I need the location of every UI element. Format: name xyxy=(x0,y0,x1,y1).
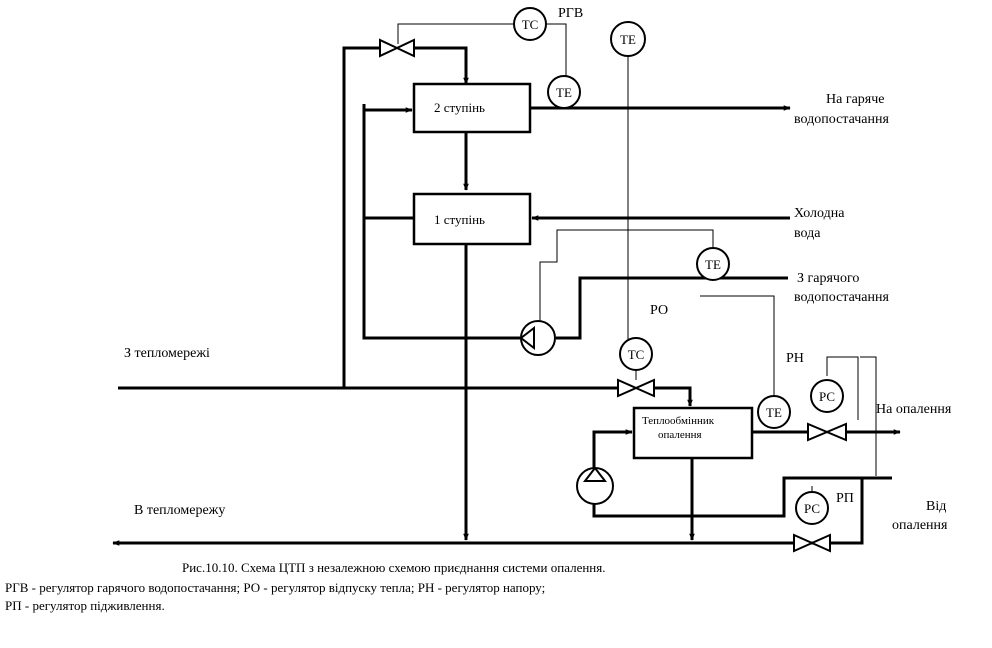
stage1-heater-box: 1 ступінь xyxy=(412,192,532,246)
stage1-label: 1 ступінь xyxy=(434,212,485,227)
figure-caption-title: Рис.10.10. Схема ЦТП з незалежною схемою… xyxy=(182,560,606,575)
te-top-label: ТЕ xyxy=(620,32,636,47)
heating-pump-icon xyxy=(576,466,614,505)
exchanger-label-line2: опалення xyxy=(658,429,702,441)
hot-supply-label-line2: водопостачання xyxy=(794,112,889,127)
valve-rgv xyxy=(379,38,415,58)
te-return-label: ТЕ xyxy=(705,257,721,272)
from-heating-label-line1: Від xyxy=(926,499,946,514)
tc-rgv-label: ТС xyxy=(522,17,539,32)
process-piping xyxy=(112,46,901,546)
stage2-label: 2 ступінь xyxy=(434,100,485,115)
te-heating-label: ТЕ xyxy=(766,405,782,420)
hot-supply-label-line1: На гаряче xyxy=(826,92,884,107)
tc-rgv-instrument: ТС xyxy=(513,7,547,41)
tag-rp: РП xyxy=(836,491,854,506)
hot-return-label-line1: З гарячого xyxy=(797,271,859,286)
valve-rp xyxy=(793,533,831,553)
from-heating-label-line2: опалення xyxy=(892,518,948,533)
recirculation-pump-icon xyxy=(519,320,556,356)
heat-exchanger-box: Теплообмінник опалення xyxy=(632,406,754,460)
tag-ro: РО xyxy=(650,303,668,318)
pc-rn-instrument: РС xyxy=(810,379,844,413)
tag-rgv: РГВ xyxy=(558,6,583,21)
te-hot-supply-instrument: ТЕ xyxy=(547,75,581,109)
to-network-label: В тепломережу xyxy=(134,503,225,518)
cold-water-label-line1: Холодна xyxy=(794,206,845,221)
tc-ro-instrument: ТС xyxy=(619,337,653,371)
valve-rn xyxy=(807,422,847,442)
figure-caption-legend-line1: РГВ - регулятор гарячого водопостачання;… xyxy=(5,580,546,595)
te-top-instrument: ТЕ xyxy=(610,21,646,57)
figure-caption-legend-line2: РП - регулятор підживлення. xyxy=(5,598,165,613)
valve-ro xyxy=(617,378,655,398)
stage2-heater-box: 2 ступінь xyxy=(412,82,532,134)
cold-water-label-line2: вода xyxy=(794,226,821,241)
te-hot-supply-label: ТЕ xyxy=(556,85,572,100)
exchanger-label-line1: Теплообмінник xyxy=(642,415,715,427)
signal-lines xyxy=(397,23,877,492)
te-heating-instrument: ТЕ xyxy=(757,395,791,429)
tc-ro-label: ТС xyxy=(628,347,645,362)
pc-rn-label: РС xyxy=(819,389,835,404)
tag-rn: РН xyxy=(786,351,804,366)
hot-return-label-line2: водопостачання xyxy=(794,290,889,305)
pc-rp-label: РС xyxy=(804,501,820,516)
to-heating-label: На опалення xyxy=(876,402,952,417)
pc-rp-instrument: РС xyxy=(795,491,829,525)
from-network-label: З тепломережі xyxy=(124,346,210,361)
te-return-instrument: ТЕ xyxy=(696,247,730,281)
